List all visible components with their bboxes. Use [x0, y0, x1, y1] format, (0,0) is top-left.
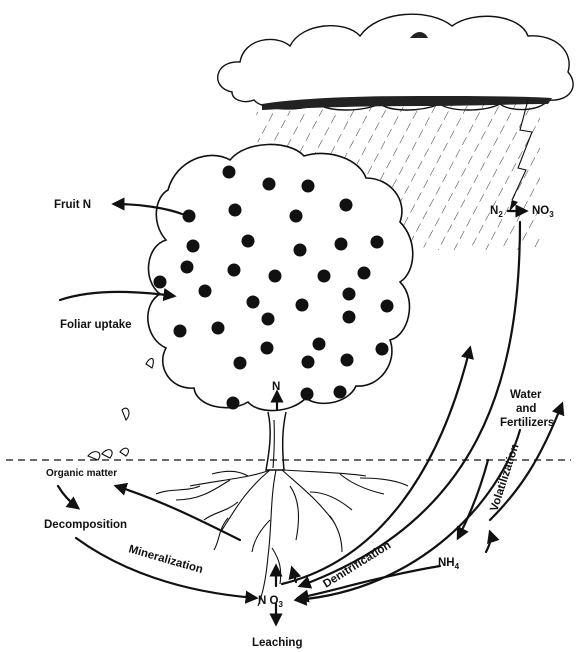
cloud — [218, 14, 573, 110]
label-nh4-sub: 4 — [455, 562, 460, 571]
label-nh4: NH4 — [438, 557, 460, 571]
arrow-mineralization — [76, 538, 256, 598]
label-leaching: Leaching — [252, 637, 302, 649]
label-water: Water — [510, 389, 542, 401]
falling-leaves — [88, 358, 153, 460]
label-foliar-uptake: Foliar uptake — [60, 319, 132, 331]
tree-trunk — [266, 412, 286, 470]
label-no3-top-sub: 3 — [549, 210, 554, 219]
arrow-roots-to-organic — [116, 486, 240, 540]
label-decomposition: Decomposition — [44, 519, 127, 531]
label-n2-sub: 2 — [498, 210, 503, 219]
label-fruit-n: Fruit N — [54, 199, 91, 211]
arrow-organic-decomposition — [58, 486, 78, 508]
label-fertilizers: Fertilizers — [500, 417, 554, 429]
label-no3-bottom: N O3 — [258, 595, 283, 609]
label-n-trunk: N — [272, 381, 280, 393]
label-and: and — [516, 403, 536, 415]
label-no3-top-main: NO — [532, 205, 549, 217]
label-no3-top: NO3 — [532, 205, 554, 219]
label-no3-bottom-main: N O — [258, 595, 279, 607]
label-organic-matter: Organic matter — [46, 468, 117, 479]
label-n2-main: N — [490, 205, 498, 217]
label-nh4-main: NH — [438, 557, 455, 569]
arrow-nh4-up — [486, 532, 491, 552]
label-no3-bottom-sub: 3 — [278, 600, 283, 609]
